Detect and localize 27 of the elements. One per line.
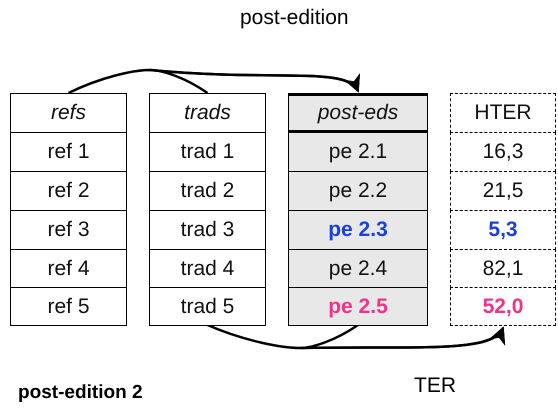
- column-header: trads: [149, 93, 266, 133]
- table-cell: 5,3: [450, 210, 556, 250]
- table-cell: pe 2.5: [288, 287, 428, 326]
- column-header: post-eds: [288, 93, 428, 133]
- table-cell: 82,1: [450, 249, 556, 288]
- table-cell: ref 1: [10, 132, 127, 172]
- table-cell: pe 2.3: [288, 210, 428, 250]
- table-cell: 16,3: [450, 132, 556, 172]
- arrow: [298, 324, 504, 350]
- table-cell: 52,0: [450, 287, 556, 326]
- table-cell: 21,5: [450, 171, 556, 211]
- column-header: HTER: [450, 93, 556, 133]
- table-cell: ref 5: [10, 287, 127, 326]
- arrow: [148, 68, 360, 94]
- column-header: refs: [10, 93, 127, 133]
- table-cell: ref 3: [10, 210, 127, 250]
- table-cell: trad 3: [149, 210, 266, 250]
- caption-text: post-edition 2: [16, 382, 145, 404]
- table-cell: trad 1: [149, 132, 266, 172]
- table-cell: trad 2: [149, 171, 266, 211]
- table-cell: ref 4: [10, 249, 127, 288]
- table-cell: pe 2.2: [288, 171, 428, 211]
- table-cell: pe 2.4: [288, 249, 428, 288]
- table-cell: pe 2.1: [288, 132, 428, 172]
- table-cell: ref 2: [10, 171, 127, 211]
- table-cell: trad 4: [149, 249, 266, 288]
- table-cell: trad 5: [149, 287, 266, 326]
